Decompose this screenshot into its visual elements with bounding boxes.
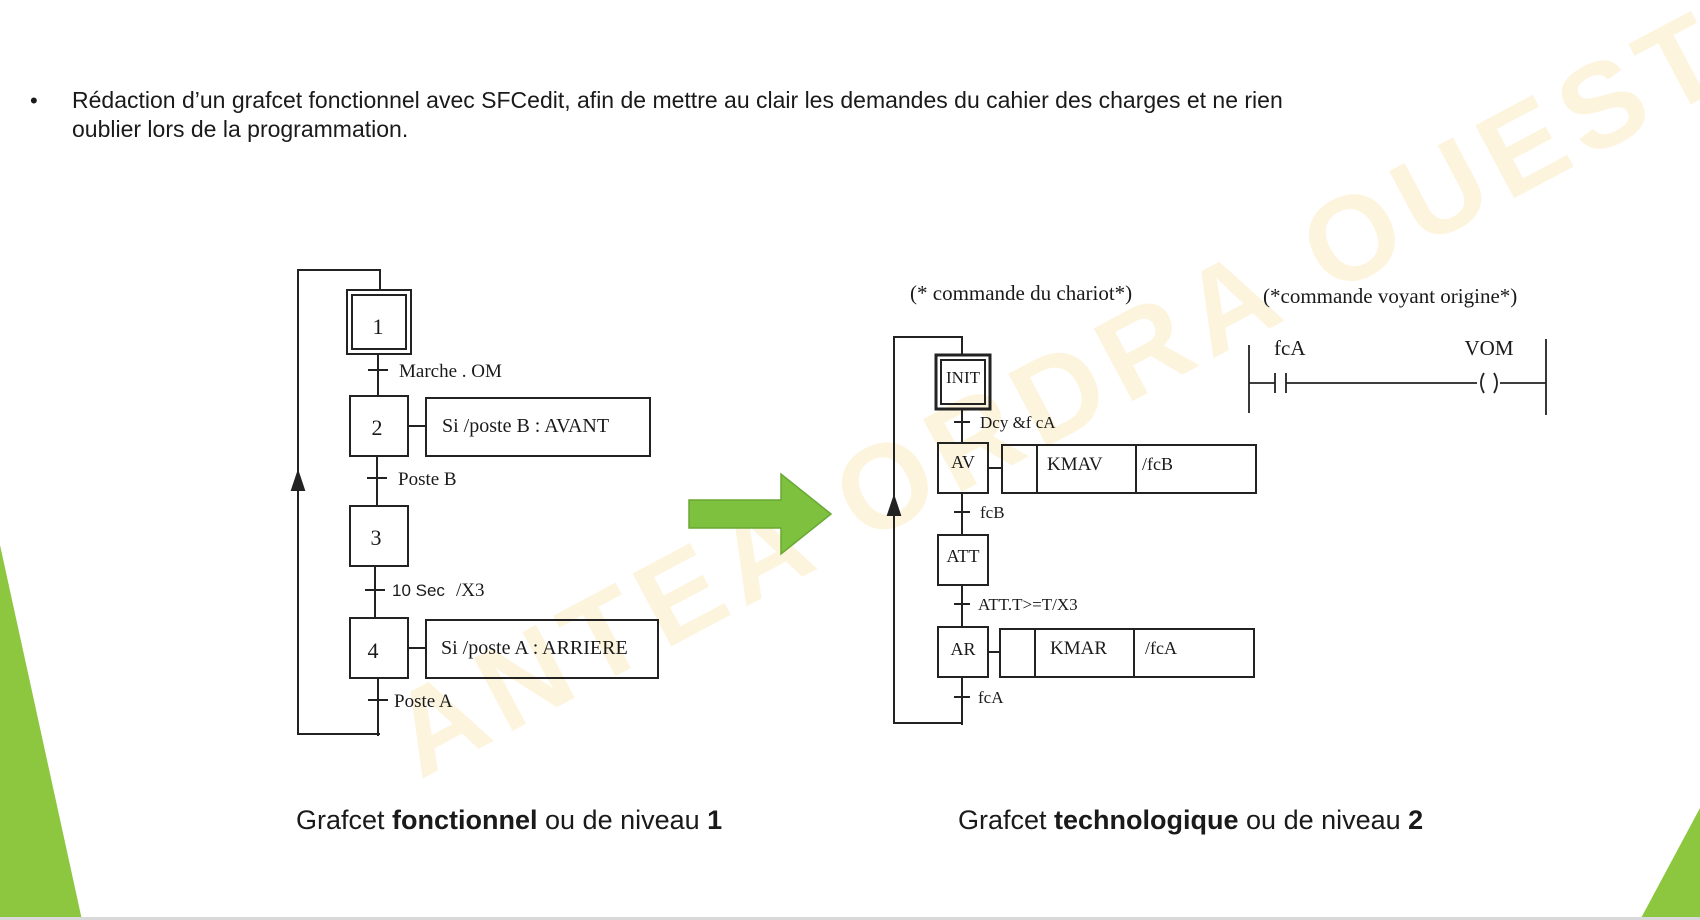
loopback-arrow (290, 468, 306, 491)
caption-level-2: Grafcet technologique ou de niveau 2 (958, 805, 1423, 836)
step-4-label: 4 (368, 638, 379, 663)
action-2-box (425, 397, 651, 457)
step-ar-label: AR (950, 639, 975, 659)
action-av-output: KMAV (1047, 454, 1103, 475)
transition-3-step-label: /X3 (456, 580, 485, 601)
caption-level-1: Grafcet fonctionnel ou de niveau 1 (296, 805, 722, 836)
right-green-triangle (1640, 808, 1700, 920)
ladder-coil-label: VOM (1464, 336, 1513, 360)
loopback-line-2 (893, 336, 963, 724)
caption-2-bold: technologique (1054, 805, 1239, 835)
grafcet-level-2: (* commande du chariot*) (*commande voya… (886, 281, 1547, 725)
caption-1-middle: ou de niveau (537, 805, 708, 835)
ladder-contact-label: fcA (1274, 336, 1306, 360)
step-3-label: 3 (371, 525, 382, 550)
caption-1-prefix: Grafcet (296, 805, 393, 835)
action-2-label: Si /poste B : AVANT (442, 415, 609, 437)
transition-4-label: Poste A (394, 691, 453, 712)
bottom-border (0, 917, 1700, 920)
step-1-inner (351, 294, 407, 350)
step-2-label: 2 (372, 415, 383, 440)
transition-1-label: Marche . OM (399, 361, 502, 382)
step-3-box (349, 505, 409, 567)
bullet-text: Rédaction d’un grafcet fonctionnel avec … (72, 87, 1283, 142)
ladder-rung (1248, 339, 1547, 415)
step-1-label: 1 (373, 314, 384, 339)
left-green-triangle (0, 545, 82, 920)
transition-fcb-label: fcB (980, 503, 1005, 522)
loopback-line (297, 269, 381, 735)
step-init-inner (940, 359, 986, 405)
step-1-outer (346, 289, 412, 355)
transition-3-time-label: 10 Sec (392, 581, 445, 600)
caption-2-middle: ou de niveau (1238, 805, 1409, 835)
transition-att-label: ATT.T>=T/X3 (978, 595, 1078, 614)
action-av-box (1001, 444, 1257, 494)
step-av-label: AV (951, 452, 975, 472)
step-att-box (937, 534, 989, 586)
caption-1-bold: fonctionnel (392, 805, 538, 835)
transition-dcy-label: Dcy &f cA (980, 413, 1056, 432)
step-4-box (349, 617, 409, 679)
green-arrow-icon (688, 472, 833, 556)
bullet-dot: • (30, 88, 38, 113)
step-att-label: ATT (947, 546, 980, 566)
grafcet2-title-right: (*commande voyant origine*) (1263, 284, 1517, 308)
action-ar-output: KMAR (1050, 638, 1107, 659)
caption-2-level: 2 (1408, 805, 1424, 835)
action-4-label: Si /poste A : ARRIERE (441, 637, 628, 659)
action-av-condition: /fcB (1142, 454, 1173, 474)
grafcet-level-1: 1 2 3 4 Si /poste B : AVANT Si /poste A … (290, 269, 659, 736)
caption-2-prefix: Grafcet (958, 805, 1055, 835)
step-init-outer (934, 353, 992, 411)
step-init-label: INIT (946, 368, 981, 387)
grafcet2-title-left: (* commande du chariot*) (910, 281, 1132, 305)
caption-1-level: 1 (707, 805, 723, 835)
action-ar-box (999, 628, 1255, 678)
transition-fca-label: fcA (978, 688, 1004, 707)
loopback-arrow-2 (886, 493, 902, 516)
action-ar-condition: /fcA (1145, 638, 1177, 658)
action-4-box (425, 619, 659, 679)
transition-2-label: Poste B (398, 469, 457, 490)
